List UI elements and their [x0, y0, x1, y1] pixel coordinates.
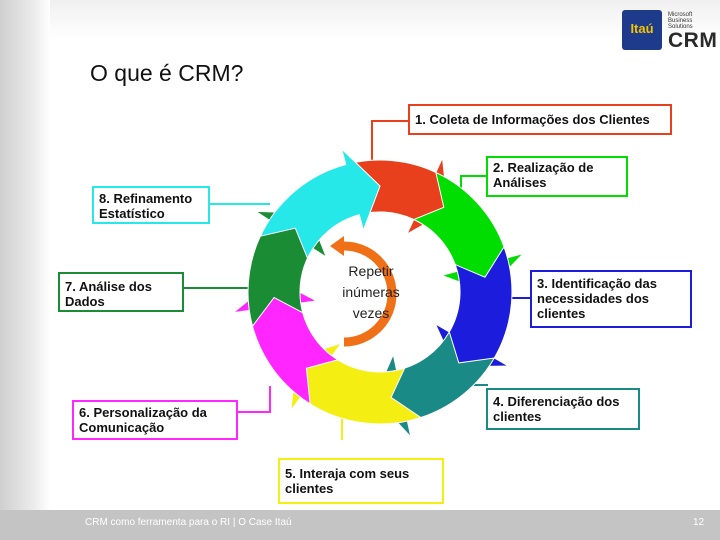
cycle-center-text: Repetir inúmeras vezes	[342, 263, 400, 321]
step-8-label: 8. Refinamento Estatístico	[92, 186, 210, 224]
step-1-label: 1. Coleta de Informações dos Clientes	[408, 104, 672, 135]
cycle-wheel	[231, 147, 525, 439]
repeat-arrow-head-icon	[330, 236, 344, 256]
footer-bar	[0, 510, 720, 540]
step-3-label: 3. Identificação das necessidades dos cl…	[530, 270, 692, 328]
cycle-arrow-step-8	[259, 147, 381, 260]
page-number: 12	[693, 517, 705, 528]
itau-logo-icon: Itaú	[622, 10, 662, 50]
step-4-label: 4. Diferenciação dos clientes	[486, 388, 640, 430]
step-5-label: 5. Interaja com seus clientes	[278, 458, 444, 504]
step-7-label: 7. Análise dos Dados	[58, 272, 184, 312]
footer-text: CRM como ferramenta para o RI | O Case I…	[85, 517, 292, 528]
step-6-label: 6. Personalização da Comunicação	[72, 400, 238, 440]
connector-step-1	[371, 120, 410, 176]
repeat-arrow-icon	[343, 241, 397, 347]
page-title: O que é CRM?	[90, 60, 244, 86]
crm-logo-text: CRM	[668, 29, 718, 52]
partner-text: Microsoft Business Solutions	[668, 12, 693, 30]
frame-left	[0, 0, 50, 540]
connector-step-6	[236, 386, 271, 413]
itau-crm-logo: Itaú Microsoft Business Solutions CRM	[622, 10, 718, 52]
frame-top	[0, 0, 720, 40]
step-2-label: 2. Realização de Análises	[486, 156, 628, 197]
